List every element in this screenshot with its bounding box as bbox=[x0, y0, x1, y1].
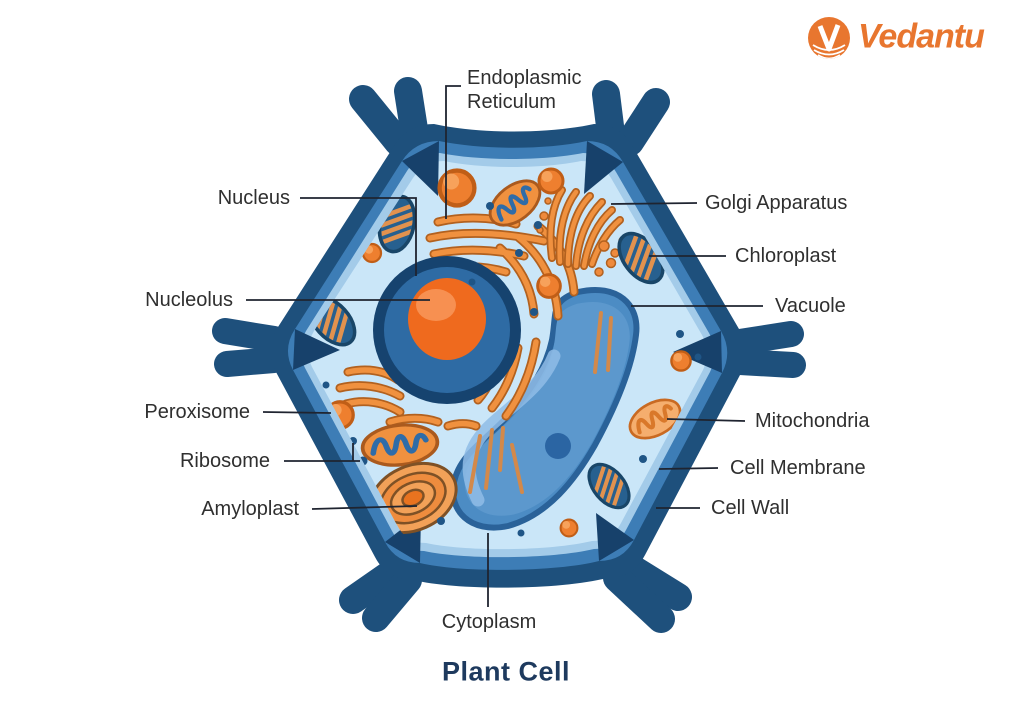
label-endoplasmic-reticulum: Endoplasmic Reticulum bbox=[467, 67, 582, 113]
pointer-mitochondria bbox=[666, 418, 746, 422]
label-nucleus: Nucleus bbox=[217, 187, 290, 209]
peroxisome-shape bbox=[536, 273, 562, 299]
peroxisome-shape bbox=[440, 171, 475, 206]
label-amyloplast: Amyloplast bbox=[201, 498, 299, 520]
nucleus-shape bbox=[373, 256, 521, 404]
nucleolus-shape bbox=[408, 278, 486, 360]
pointer-peroxisome bbox=[262, 411, 332, 414]
pointer-ribosome bbox=[284, 443, 360, 462]
pointer-lines bbox=[246, 85, 763, 607]
vacuole-shape bbox=[450, 287, 640, 531]
label-nucleolus: Nucleolus bbox=[145, 289, 233, 311]
peroxisome-shape bbox=[670, 350, 692, 372]
label-cell-membrane: Cell Membrane bbox=[730, 457, 866, 479]
vacuole-inclusion-dot bbox=[545, 433, 571, 459]
brand-wordmark: Vedantu bbox=[858, 17, 985, 56]
pointer-endoplasmic-reticulum bbox=[445, 85, 461, 219]
label-cell-wall: Cell Wall bbox=[711, 497, 790, 519]
label-golgi-apparatus: Golgi Apparatus bbox=[705, 192, 848, 214]
label-mitochondria: Mitochondria bbox=[755, 410, 870, 432]
diagram-title: Plant Cell bbox=[441, 656, 571, 687]
vedantu-v-icon bbox=[808, 17, 850, 59]
peroxisome-shape bbox=[537, 167, 565, 195]
label-peroxisome: Peroxisome bbox=[144, 401, 250, 423]
label-vacuole: Vacuole bbox=[775, 295, 846, 317]
pointer-cell-membrane bbox=[658, 467, 719, 470]
pointer-nucleus bbox=[300, 197, 417, 276]
peroxisome-shape bbox=[559, 518, 579, 538]
label-cytoplasm: Cytoplasm bbox=[441, 611, 537, 633]
pointer-amyloplast bbox=[311, 505, 418, 510]
vacuole-streaks bbox=[468, 311, 613, 494]
label-chloroplast: Chloroplast bbox=[735, 245, 837, 267]
pointer-golgi-apparatus bbox=[610, 202, 698, 205]
label-ribosome: Ribosome bbox=[179, 450, 270, 472]
